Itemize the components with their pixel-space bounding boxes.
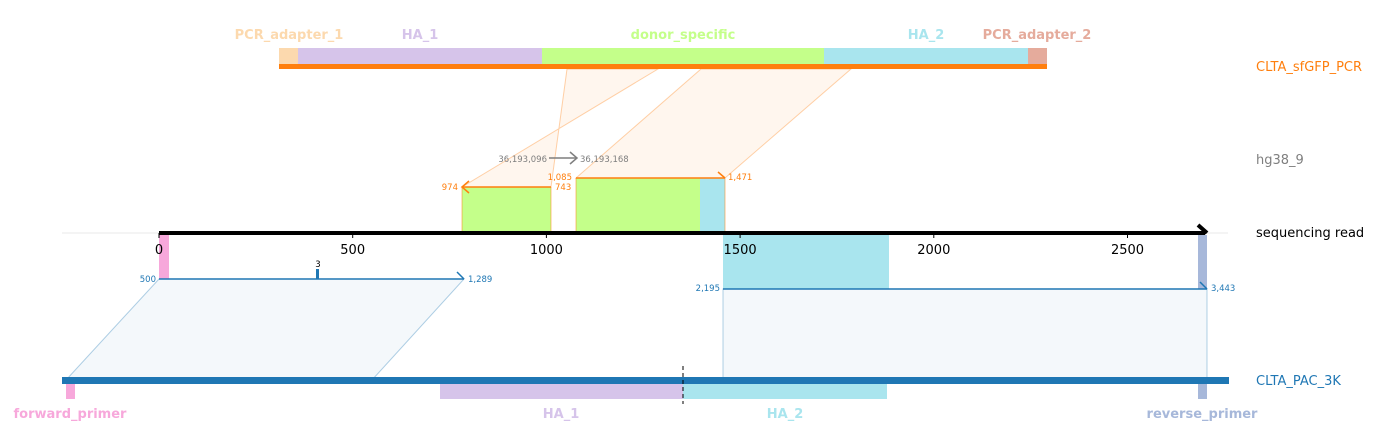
read-axis-tick-label: 0 — [155, 243, 163, 258]
pac-label-forward-primer: forward_primer — [14, 407, 128, 422]
pcr-feature-pcr-adapter-1 — [279, 48, 298, 64]
hg38-end-label: 36,193,168 — [580, 155, 629, 165]
pcr-alignment-1-donor-block — [462, 187, 551, 233]
pcr-label-donor-specific: donor_specific — [631, 28, 736, 43]
pcr-backbone — [279, 64, 1047, 69]
pac-alignment-1-marker — [316, 269, 319, 279]
track-name-pcr: CLTA_sfGFP_PCR — [1256, 60, 1362, 75]
track-name-hg38: hg38_9 — [1256, 153, 1304, 168]
read-feature-forward-primer — [159, 235, 169, 279]
pac-label-ha-2: HA_2 — [767, 407, 804, 422]
pac-alignment-2-left-label: 2,195 — [696, 284, 720, 294]
read-axis-ticks: 0 500 1000 1500 2000 2500 — [155, 233, 1144, 258]
track-name-pac: CLTA_PAC_3K — [1256, 374, 1341, 389]
read-feature-ha-2 — [723, 235, 889, 289]
pcr-alignment-2-arrow-icon — [717, 171, 726, 179]
pac-alignment-1-marker-label: 3 — [315, 260, 320, 270]
pcr-alignment-2-end-label: 1,471 — [728, 173, 752, 183]
pac-feature-reverse-primer — [1198, 384, 1207, 399]
read-feature-reverse-primer — [1198, 235, 1207, 289]
read-track: 0 500 1000 1500 2000 2500 sequencing read — [62, 223, 1364, 258]
pcr-label-ha-1: HA_1 — [402, 28, 439, 43]
pac-alignment-2-arrow-icon — [1199, 281, 1208, 290]
pcr-alignment-2-donor-block — [576, 178, 700, 233]
read-axis-arrow-icon — [1196, 223, 1209, 235]
hg38-arrow-icon — [569, 151, 579, 165]
hg38-track: 36,193,096 36,193,168 hg38_9 — [498, 151, 1304, 168]
pac-label-reverse-primer: reverse_primer — [1147, 407, 1259, 422]
pcr-alignment-2-ha2-block — [700, 178, 725, 233]
pac-backbone — [62, 377, 1229, 384]
pac-connector-1 — [64, 278, 466, 381]
pcr-alignment-1-ref-end-label: 743 — [555, 183, 571, 193]
pcr-alignment-1-start-label: 974 — [442, 183, 458, 193]
pcr-label-ha-2: HA_2 — [908, 28, 945, 43]
pcr-alignment-1-arrow-icon — [460, 180, 470, 194]
read-axis-tick-label: 2000 — [917, 243, 950, 258]
read-axis-tick-label: 1000 — [530, 243, 563, 258]
pac-alignment-2-right-label: 3,443 — [1211, 284, 1235, 294]
pcr-read-connectors — [460, 68, 853, 188]
pac-alignment-1-right-label: 1,289 — [468, 275, 492, 285]
pac-alignments: 3 500 1,289 2,195 3,443 — [64, 235, 1235, 381]
pac-feature-forward-primer — [66, 384, 75, 399]
pcr-track: PCR_adapter_1 HA_1 donor_specific HA_2 P… — [235, 28, 1362, 75]
pcr-alignment-2-start-label: 1,085 — [548, 173, 572, 183]
read-axis-tick-label: 1500 — [724, 243, 757, 258]
pac-alignment-1-left-label: 500 — [140, 275, 156, 285]
pac-connector-2 — [722, 288, 1208, 381]
pac-feature-ha-1 — [440, 384, 683, 399]
pac-feature-ha-2 — [683, 384, 887, 399]
pcr-feature-donor-specific — [542, 48, 824, 64]
read-axis-tick-label: 500 — [340, 243, 365, 258]
read-axis-tick-label: 2500 — [1111, 243, 1144, 258]
pac-label-ha-1: HA_1 — [543, 407, 580, 422]
pcr-feature-pcr-adapter-2 — [1028, 48, 1047, 64]
pac-alignment-1-arrow-icon — [456, 271, 465, 280]
pcr-label-pcr-adapter-2: PCR_adapter_2 — [983, 28, 1092, 43]
hg38-start-label: 36,193,096 — [498, 155, 547, 165]
pac-track: forward_primer HA_1 HA_2 reverse_primer … — [14, 366, 1341, 422]
pcr-alignments: 974 743 1,085 1,471 — [442, 171, 752, 233]
pcr-label-pcr-adapter-1: PCR_adapter_1 — [235, 28, 344, 43]
pcr-feature-ha-1 — [298, 48, 542, 64]
track-name-read: sequencing read — [1256, 226, 1364, 241]
pcr-feature-ha-2 — [824, 48, 1028, 64]
